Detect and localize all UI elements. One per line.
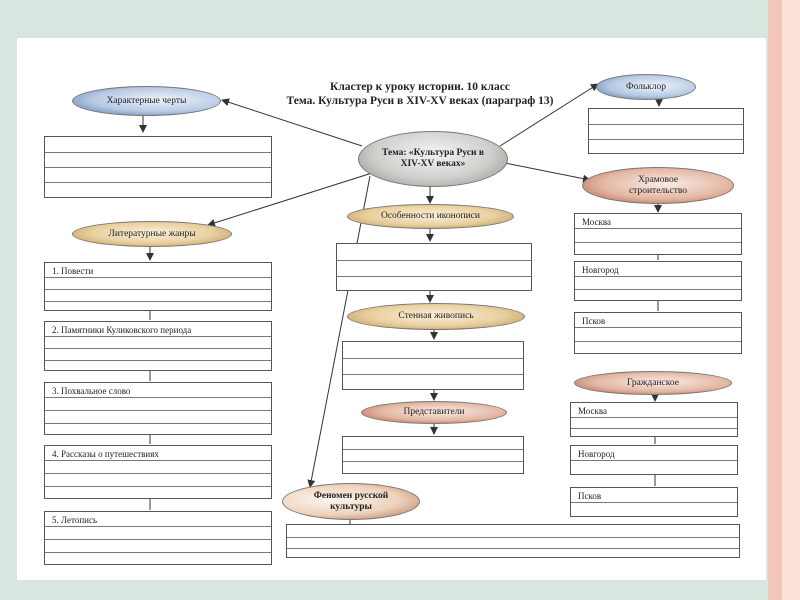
temple-box[interactable]: Псков <box>574 312 742 354</box>
oval-label: Гражданское <box>627 377 679 388</box>
title-line-2: Тема. Культура Руси в XIV-XV веках (пара… <box>286 95 554 107</box>
oval-label: Особенности иконописи <box>380 211 480 221</box>
oval-label: Литературные жанры <box>108 228 196 239</box>
city-label: Псков <box>582 316 606 326</box>
genre-label: 2. Памятники Куликовского периода <box>52 325 192 335</box>
decor-stripe <box>768 0 782 600</box>
answer-box-representatives[interactable] <box>342 436 524 474</box>
oval-label: Фольклор <box>625 81 667 92</box>
civil-box[interactable]: Новгород <box>570 445 738 475</box>
oval-label: Представители <box>403 407 465 417</box>
oval-icon-painting: Особенности иконописи <box>347 204 514 229</box>
oval-label: Стенная живопись <box>398 311 474 321</box>
city-label: Новгород <box>578 449 615 459</box>
genre-label: 4. Рассказы о путешествиях <box>52 449 159 459</box>
city-label: Псков <box>578 491 602 501</box>
slide-title: Кластер к уроку истории. 10 класс Тема. … <box>265 80 575 108</box>
center-topic-text: Тема: «Культура Руси в XIV-XV веках» <box>382 148 484 169</box>
genre-box[interactable]: 4. Рассказы о путешествиях <box>44 445 272 499</box>
oval-folklore: Фольклор <box>596 74 696 100</box>
answer-box-murals[interactable] <box>342 341 524 390</box>
temple-box[interactable]: Новгород <box>574 261 742 301</box>
genre-box[interactable]: 5. Летопись <box>44 511 272 565</box>
genre-box[interactable]: 1. Повести <box>44 262 272 311</box>
genre-label: 5. Летопись <box>52 515 98 525</box>
city-label: Новгород <box>582 265 619 275</box>
oval-representatives: Представители <box>361 401 507 424</box>
temple-box[interactable]: Москва <box>574 213 742 255</box>
genre-box[interactable]: 2. Памятники Куликовского периода <box>44 321 272 371</box>
answer-box-features[interactable] <box>44 136 272 198</box>
genre-box[interactable]: 3. Похвальное слово <box>44 382 272 435</box>
answer-box-icons[interactable] <box>336 243 532 291</box>
city-label: Москва <box>582 217 611 227</box>
civil-box[interactable]: Псков <box>570 487 738 517</box>
answer-box-folklore[interactable] <box>588 108 744 154</box>
oval-literary-genres: Литературные жанры <box>72 221 232 247</box>
oval-murals: Стенная живопись <box>347 303 525 330</box>
genre-label: 1. Повести <box>52 266 94 276</box>
oval-label: Характерные черты <box>106 95 187 106</box>
center-topic-oval: Тема: «Культура Руси в XIV-XV веках» <box>358 131 508 187</box>
oval-civil-building: Гражданское <box>574 371 732 395</box>
civil-box[interactable]: Москва <box>570 402 738 437</box>
oval-characteristic-features: Характерные черты <box>72 86 221 116</box>
city-label: Москва <box>578 406 607 416</box>
oval-label: Храмовое строительство <box>628 174 688 196</box>
title-line-1: Кластер к уроку истории. 10 класс <box>330 81 510 93</box>
genre-label: 3. Похвальное слово <box>52 386 131 396</box>
oval-phenomenon: Феномен русской культуры <box>282 483 420 520</box>
decor-stripe-light <box>782 0 800 600</box>
oval-temple-building: Храмовое строительство <box>582 167 734 204</box>
oval-label: Феномен русской культуры <box>313 490 389 512</box>
answer-box-phenomenon[interactable] <box>286 524 740 558</box>
